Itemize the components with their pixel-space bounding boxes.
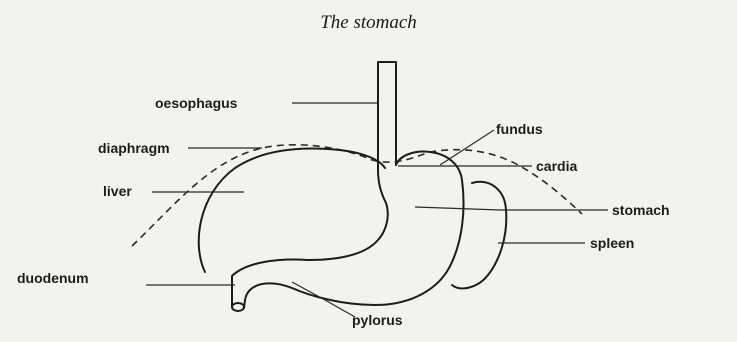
pylorus-leader [292,282,355,317]
label-fundus: fundus [496,121,543,137]
label-cardia: cardia [536,158,577,174]
label-liver: liver [103,183,132,199]
label-diaphragm: diaphragm [98,140,170,156]
stomach-leader [415,207,608,210]
stomach-outline [232,152,464,308]
label-stomach: stomach [612,202,670,218]
fundus-leader [440,130,494,165]
label-duodenum: duodenum [17,270,89,286]
duodenum-end [232,303,244,311]
label-pylorus: pylorus [352,312,403,328]
oesophagus-outline [378,62,396,170]
label-oesophagus: oesophagus [155,95,237,111]
label-spleen: spleen [590,235,634,251]
